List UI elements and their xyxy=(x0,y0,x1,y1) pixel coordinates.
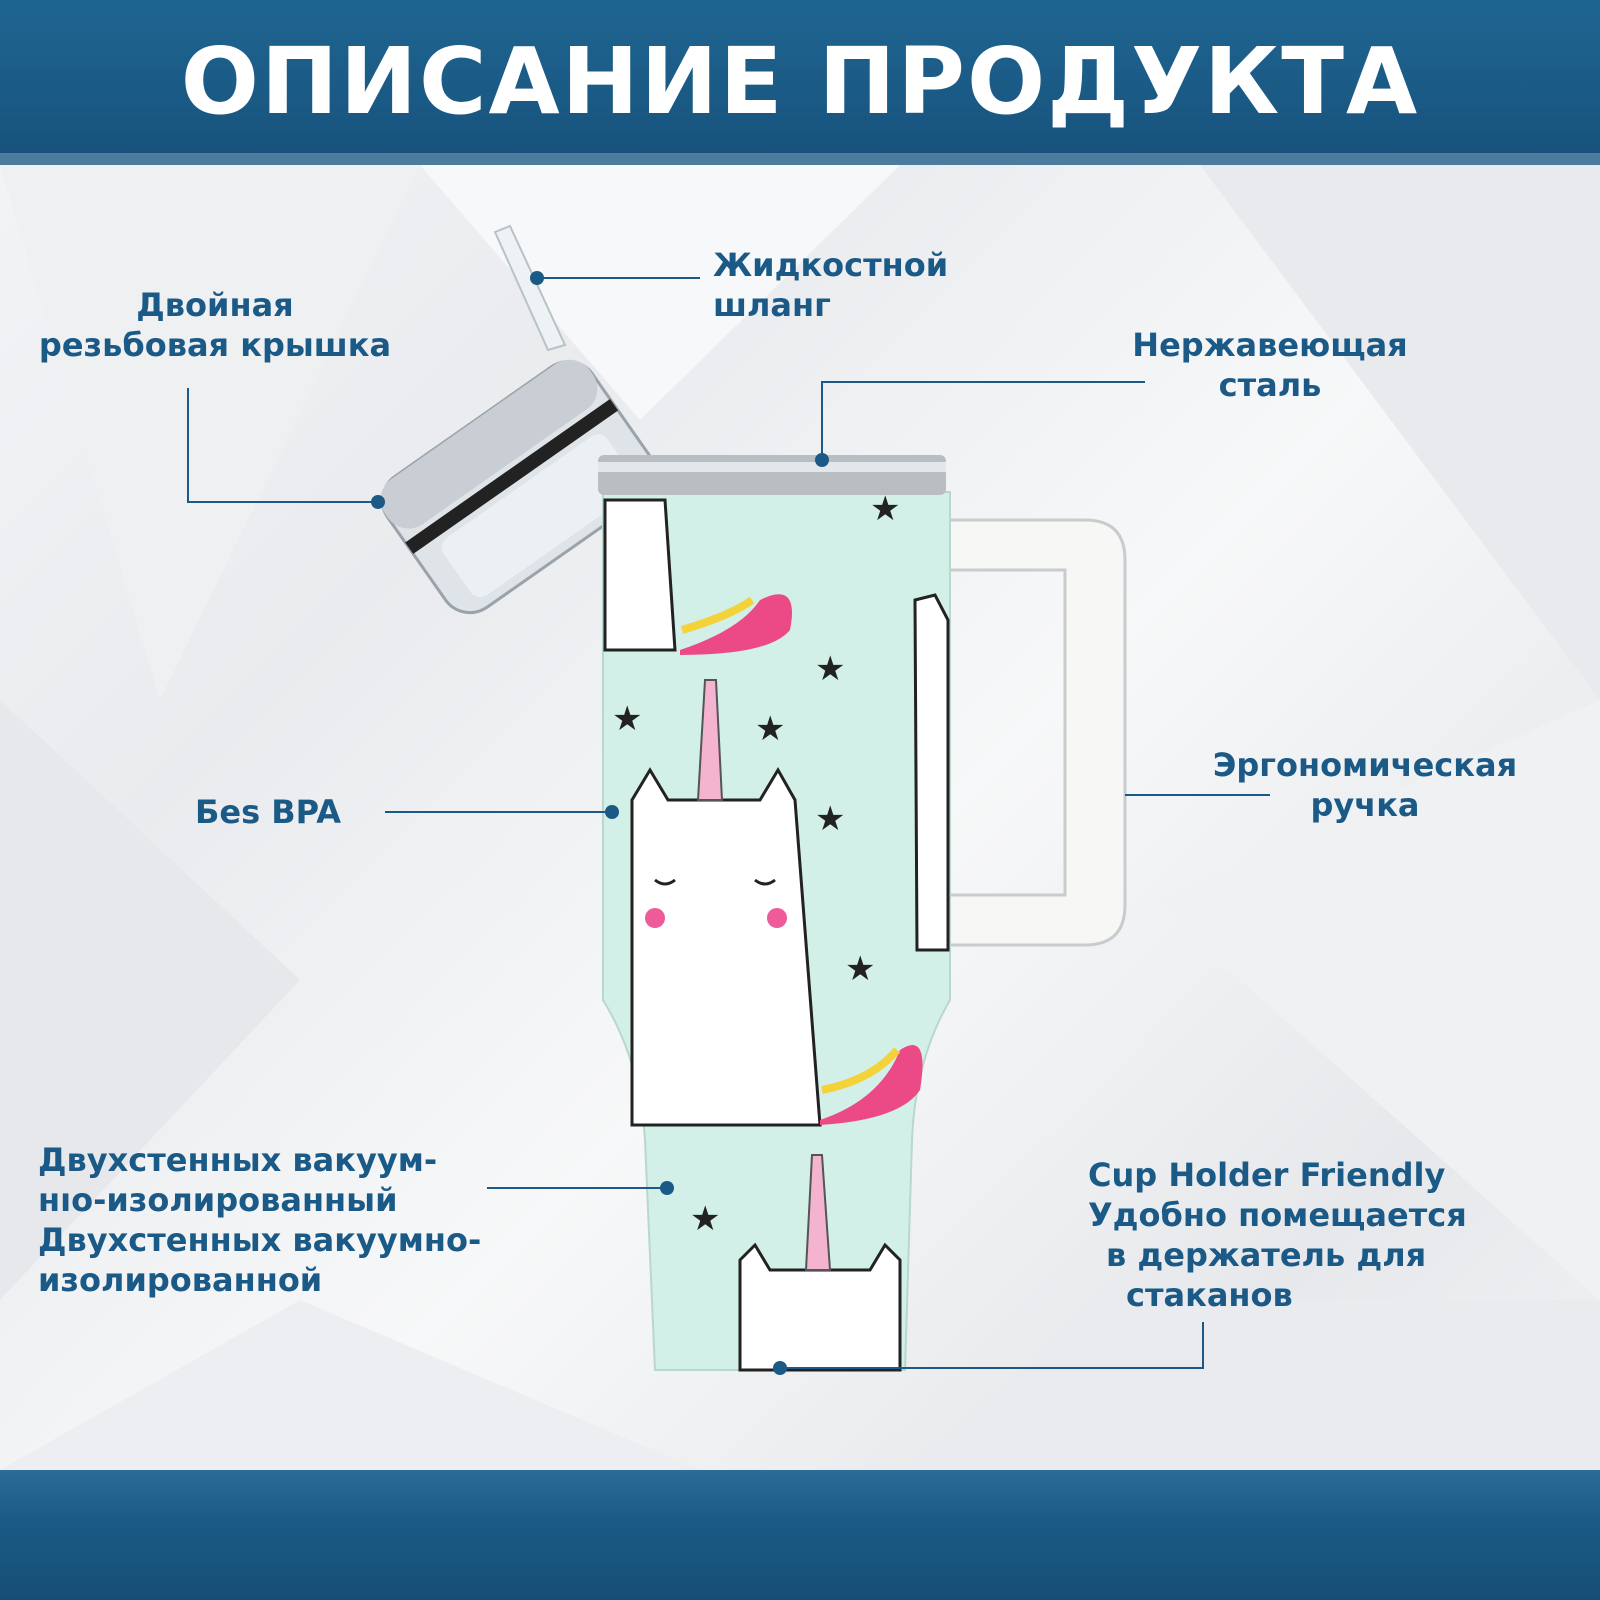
straw-icon xyxy=(493,224,567,352)
svg-text:★: ★ xyxy=(612,699,642,739)
callout-handle: Эргономическая ручка xyxy=(1180,745,1550,825)
callout-line: Эргономическая xyxy=(1212,746,1518,784)
callout-line: в держатель для xyxy=(1106,1236,1427,1274)
callout-insulation: Двухстенных вакуум- нıо-изолированный Дв… xyxy=(38,1140,481,1300)
callout-line: резьбовая крышка xyxy=(38,326,392,364)
header-band xyxy=(0,0,1600,165)
callout-straw: Жидкостной шланг xyxy=(713,245,948,325)
callout-line: сталь xyxy=(1218,366,1322,404)
callout-line: Жидкостной xyxy=(713,246,949,284)
svg-text:★: ★ xyxy=(690,1199,720,1239)
callout-line: Бes BPA xyxy=(195,793,341,831)
callout-line: Удобно помещается xyxy=(1088,1196,1467,1234)
svg-text:★: ★ xyxy=(845,949,875,989)
tumbler-body: ★ ★ ★ ★ ★ ★ ★ xyxy=(598,455,951,1372)
leader-lines xyxy=(187,277,1270,1369)
callout-steel: Нержавеющая сталь xyxy=(1100,325,1440,405)
svg-text:★: ★ xyxy=(815,799,845,839)
callout-line: ручка xyxy=(1310,786,1420,824)
svg-text:★: ★ xyxy=(870,489,900,529)
callout-line: шланг xyxy=(713,286,831,324)
callout-line: изолированной xyxy=(38,1261,323,1299)
callout-line: Нержавеющая xyxy=(1132,326,1408,364)
footer-band xyxy=(0,1470,1600,1600)
lid-icon xyxy=(380,359,658,615)
page-title: ОПИСАНИЕ ПРОДУКТА xyxy=(180,28,1420,135)
svg-text:★: ★ xyxy=(815,649,845,689)
callout-dots xyxy=(371,271,829,1375)
svg-text:★: ★ xyxy=(755,709,785,749)
callout-line: Cup Holder Friendly xyxy=(1088,1156,1446,1194)
callout-cupholder: Cup Holder Friendly Удобно помещается в … xyxy=(1088,1155,1467,1315)
callout-line: нıо-изолированный xyxy=(38,1181,398,1219)
callout-bpa: Бes BPA xyxy=(195,792,341,832)
callout-lid: Двойная резьбовая крышка xyxy=(15,285,415,365)
callout-line: Двойная xyxy=(136,286,294,324)
handle-icon xyxy=(938,518,1127,947)
callout-line: стаканов xyxy=(1126,1276,1293,1314)
callout-line: Двухстенных вакуум- xyxy=(38,1141,438,1179)
callout-line: Двухстенных вакуумно- xyxy=(38,1221,482,1259)
